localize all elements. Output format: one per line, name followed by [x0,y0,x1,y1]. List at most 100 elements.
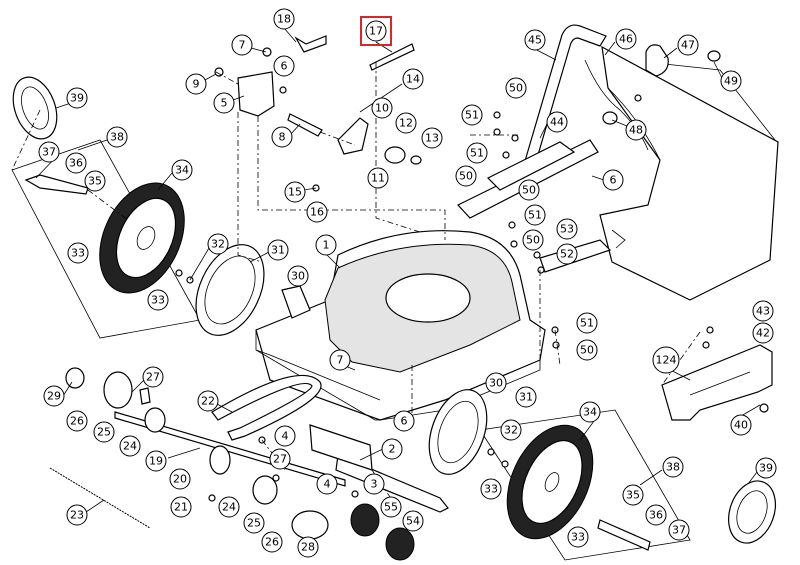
callout-2[interactable]: 2 [381,438,403,460]
callout-39[interactable]: 39 [755,457,777,479]
callout-39[interactable]: 39 [66,87,88,109]
callout-4[interactable]: 4 [316,473,338,495]
callout-number: 17 [369,25,383,38]
callout-19[interactable]: 19 [145,450,167,472]
callout-31[interactable]: 31 [267,239,289,261]
callout-44[interactable]: 44 [546,111,568,133]
callout-33[interactable]: 33 [567,526,589,548]
callout-32[interactable]: 32 [207,233,229,255]
callout-34[interactable]: 34 [171,159,193,181]
callout-50[interactable]: 50 [455,165,477,187]
callout-53[interactable]: 53 [556,218,578,240]
callout-number: 50 [526,234,540,247]
callout-35[interactable]: 35 [622,484,644,506]
callout-number: 7 [337,354,344,367]
callout-14[interactable]: 14 [402,68,424,90]
callout-51[interactable]: 51 [461,104,483,126]
callout-25[interactable]: 25 [243,512,265,534]
callout-number: 53 [560,223,574,236]
callout-number: 16 [310,206,324,219]
callout-20[interactable]: 20 [169,468,191,490]
callout-40[interactable]: 40 [730,414,752,436]
callout-37[interactable]: 37 [668,519,690,541]
callout-50[interactable]: 50 [505,77,527,99]
callout-7[interactable]: 7 [329,349,351,371]
callout-26[interactable]: 26 [261,531,283,553]
callout-36[interactable]: 36 [645,504,667,526]
callout-11[interactable]: 11 [367,167,389,189]
callout-15[interactable]: 15 [284,181,306,203]
callout-38[interactable]: 38 [662,456,684,478]
callout-47[interactable]: 47 [677,34,699,56]
callout-49[interactable]: 49 [720,70,742,92]
callout-1[interactable]: 1 [315,234,337,256]
callout-55[interactable]: 55 [380,496,402,518]
callout-23[interactable]: 23 [66,504,88,526]
callout-51[interactable]: 51 [524,204,546,226]
callout-46[interactable]: 46 [615,28,637,50]
callout-6[interactable]: 6 [393,410,415,432]
callout-50[interactable]: 50 [522,229,544,251]
callout-5[interactable]: 5 [213,92,235,114]
callout-29[interactable]: 29 [43,385,65,407]
callout-6[interactable]: 6 [602,169,624,191]
left-wheel-assembly [11,76,311,339]
callout-51[interactable]: 51 [466,142,488,164]
callout-32[interactable]: 32 [500,419,522,441]
callout-48[interactable]: 48 [625,119,647,141]
callout-50[interactable]: 50 [518,179,540,201]
callout-7[interactable]: 7 [231,34,253,56]
callout-24[interactable]: 24 [119,435,141,457]
callout-24[interactable]: 24 [218,496,240,518]
callout-number: 12 [399,117,413,130]
callout-36[interactable]: 36 [65,152,87,174]
callout-10[interactable]: 10 [371,97,393,119]
callout-22[interactable]: 22 [197,390,219,412]
callout-number: 47 [681,39,695,52]
callout-3[interactable]: 3 [363,473,385,495]
callout-4[interactable]: 4 [274,425,296,447]
callout-31[interactable]: 31 [515,386,537,408]
callout-21[interactable]: 21 [170,496,192,518]
callout-6[interactable]: 6 [273,55,295,77]
callout-28[interactable]: 28 [297,536,319,558]
callout-37[interactable]: 37 [38,141,60,163]
callout-26[interactable]: 26 [66,410,88,432]
callout-50[interactable]: 50 [576,339,598,361]
callout-45[interactable]: 45 [524,29,546,51]
callout-12[interactable]: 12 [395,112,417,134]
callout-number: 36 [69,157,83,170]
callout-number: 27 [273,453,287,466]
callout-33[interactable]: 33 [67,242,89,264]
callout-number: 52 [560,248,574,261]
callout-number: 40 [734,419,748,432]
callout-42[interactable]: 42 [752,322,774,344]
callout-16[interactable]: 16 [306,201,328,223]
callout-43[interactable]: 43 [752,300,774,322]
callout-33[interactable]: 33 [480,478,502,500]
callout-18[interactable]: 18 [273,8,295,30]
callout-124[interactable]: 124 [652,346,680,374]
callout-25[interactable]: 25 [93,421,115,443]
callout-circle [402,510,424,532]
callout-8[interactable]: 8 [271,126,293,148]
callout-9[interactable]: 9 [185,73,207,95]
callout-34[interactable]: 34 [579,401,601,423]
callout-circle [662,456,684,478]
callout-27[interactable]: 27 [269,448,291,470]
callout-33[interactable]: 33 [147,289,169,311]
callout-number: 7 [239,39,246,52]
callout-13[interactable]: 13 [421,127,443,149]
callout-number: 31 [519,391,533,404]
callout-54[interactable]: 54 [402,510,424,532]
callout-17[interactable]: 17 [365,20,387,42]
callout-52[interactable]: 52 [556,243,578,265]
callout-38[interactable]: 38 [106,126,128,148]
callout-30[interactable]: 30 [287,265,309,287]
callout-35[interactable]: 35 [84,170,106,192]
callout-51[interactable]: 51 [576,312,598,334]
callout-30[interactable]: 30 [485,372,507,394]
callout-circle [371,97,393,119]
callout-circle [145,450,167,472]
callout-27[interactable]: 27 [142,366,164,388]
